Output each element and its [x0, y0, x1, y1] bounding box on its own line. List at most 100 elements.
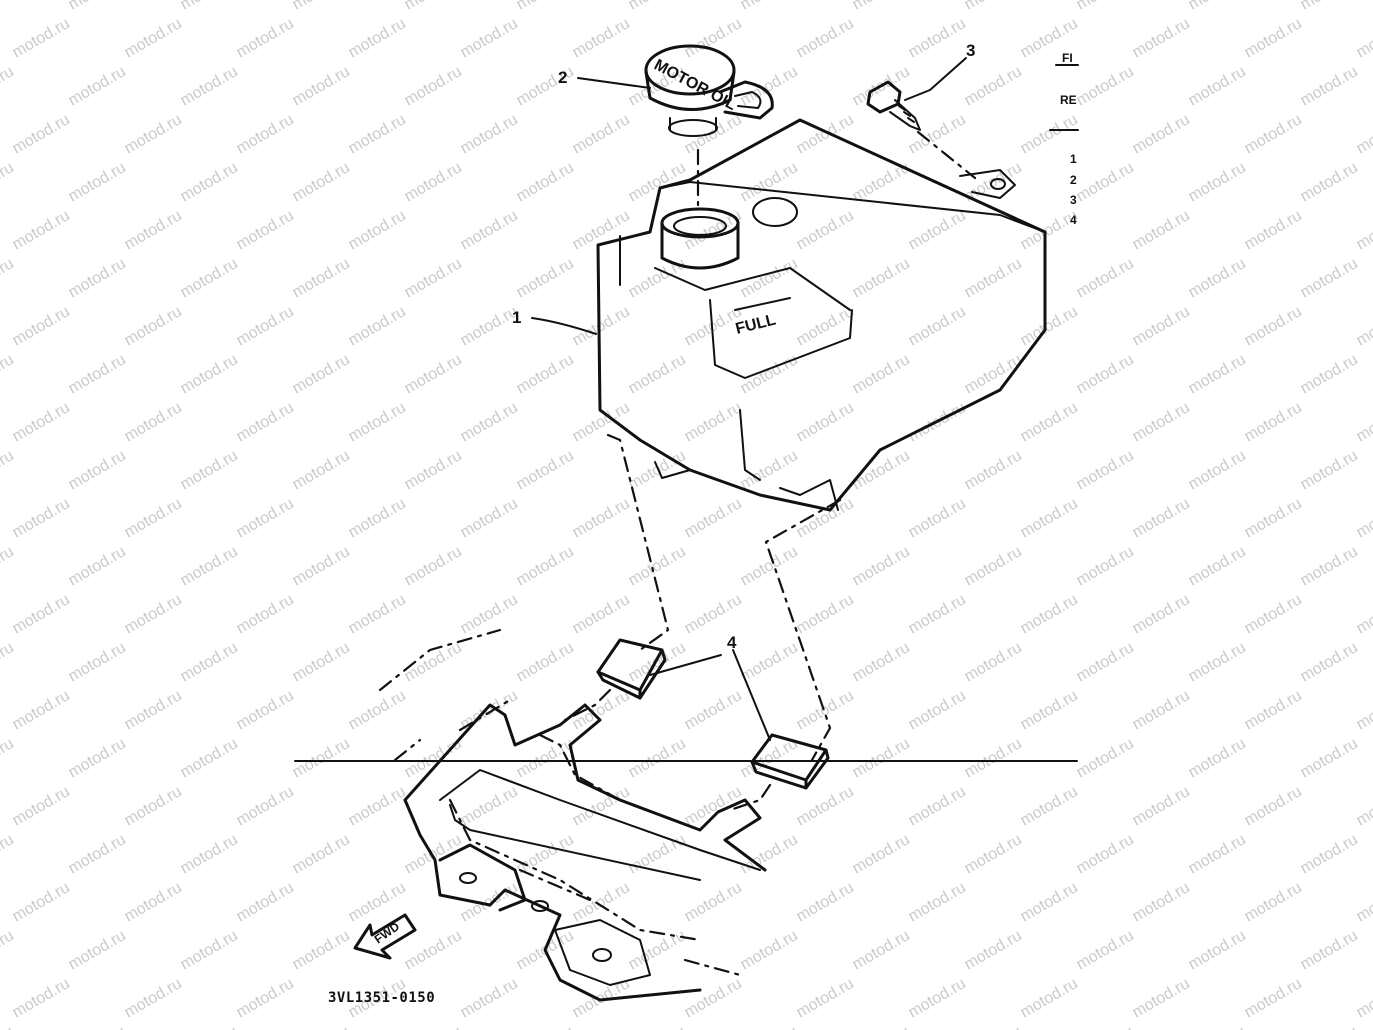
watermark-text: motod.ru	[290, 927, 353, 973]
watermark-text: motod.ru	[962, 447, 1025, 493]
watermark-text: motod.ru	[794, 975, 857, 1021]
watermark-text: motod.ru	[1186, 351, 1249, 397]
watermark-text: motod.ru	[290, 351, 353, 397]
watermark-text: motod.ru	[290, 639, 353, 685]
watermark-text: motod.ru	[1018, 591, 1081, 637]
watermark-text: motod.ru	[906, 879, 969, 925]
watermark-text: motod.ru	[178, 543, 241, 589]
rubber-pad-lower	[750, 733, 830, 790]
watermark-text: motod.ru	[1354, 783, 1373, 829]
watermark-text: motod.ru	[346, 591, 409, 637]
edge-legend-line-3: 1	[1070, 152, 1077, 166]
watermark-text: motod.ru	[66, 0, 129, 13]
watermark-text: motod.ru	[1130, 399, 1193, 445]
watermark-text: motod.ru	[1354, 975, 1373, 1021]
diagram-part-code: 3VL1351-0150	[328, 990, 435, 1006]
watermark-text: motod.ru	[1018, 111, 1081, 157]
watermark-text: motod.ru	[458, 975, 521, 1021]
watermark-text: motod.ru	[458, 591, 521, 637]
watermark-text: motod.ru	[1018, 495, 1081, 541]
watermark-text: motod.ru	[10, 111, 73, 157]
watermark-text: motod.ru	[850, 735, 913, 781]
watermark-text: motod.ru	[906, 783, 969, 829]
bolt	[866, 80, 921, 131]
watermark-text: motod.ru	[1186, 63, 1249, 109]
watermark-text: motod.ru	[66, 255, 129, 301]
watermark-text: motod.ru	[682, 591, 745, 637]
watermark-text: motod.ru	[906, 687, 969, 733]
watermark-text: motod.ru	[346, 783, 409, 829]
watermark-text: motod.ru	[1018, 975, 1081, 1021]
watermark-text: motod.ru	[10, 303, 73, 349]
watermark-text: motod.ru	[290, 1023, 353, 1030]
watermark-text: motod.ru	[178, 927, 241, 973]
watermark-text: motod.ru	[1074, 831, 1137, 877]
rubber-pad-upper	[596, 638, 667, 700]
watermark-text: motod.ru	[10, 495, 73, 541]
watermark-text: motod.ru	[66, 447, 129, 493]
watermark-text: motod.ru	[122, 15, 185, 61]
watermark-text: motod.ru	[1018, 783, 1081, 829]
watermark-text: motod.ru	[738, 63, 801, 109]
watermark-text: motod.ru	[10, 783, 73, 829]
watermark-text: motod.ru	[1074, 447, 1137, 493]
watermark-text: motod.ru	[458, 399, 521, 445]
watermark-text: motod.ru	[794, 207, 857, 253]
watermark-text: motod.ru	[1130, 303, 1193, 349]
watermark-text: motod.ru	[66, 735, 129, 781]
watermark-text: motod.ru	[122, 687, 185, 733]
watermark-text: motod.ru	[962, 0, 1025, 13]
watermark-text: motod.ru	[402, 543, 465, 589]
callout-leaders	[531, 57, 967, 741]
watermark-text: motod.ru	[1130, 783, 1193, 829]
watermark-text: motod.ru	[850, 927, 913, 973]
watermark-text: motod.ru	[178, 159, 241, 205]
watermark-text: motod.ru	[402, 0, 465, 13]
watermark-text: motod.ru	[1074, 63, 1137, 109]
watermark-text: motod.ru	[178, 63, 241, 109]
watermark-text: motod.ru	[1242, 207, 1305, 253]
watermark-text: motod.ru	[1354, 15, 1373, 61]
watermark-text: motod.ru	[514, 0, 577, 13]
watermark-text: motod.ru	[234, 399, 297, 445]
watermark-text: motod.ru	[290, 447, 353, 493]
watermark-text: motod.ru	[794, 303, 857, 349]
watermark-text: motod.ru	[794, 111, 857, 157]
watermark-text: motod.ru	[122, 783, 185, 829]
watermark-text: motod.ru	[178, 0, 241, 13]
watermark-text: motod.ru	[66, 831, 129, 877]
watermark-text: motod.ru	[0, 831, 17, 877]
watermark-text: motod.ru	[1074, 159, 1137, 205]
watermark-text: motod.ru	[906, 15, 969, 61]
watermark-text: motod.ru	[458, 15, 521, 61]
callout-3: 3	[966, 41, 975, 60]
watermark-text: motod.ru	[458, 111, 521, 157]
watermark-text: motod.ru	[0, 0, 17, 13]
watermark-text: motod.ru	[962, 255, 1025, 301]
watermark-text: motod.ru	[962, 927, 1025, 973]
watermark-text: motod.ru	[626, 351, 689, 397]
watermark-text: motod.ru	[1130, 975, 1193, 1021]
watermark-text: motod.ru	[1298, 351, 1361, 397]
watermark-text: motod.ru	[402, 1023, 465, 1030]
watermark-text: motod.ru	[458, 207, 521, 253]
watermark-text: motod.ru	[66, 351, 129, 397]
watermark-text: motod.ru	[626, 1023, 689, 1030]
edge-legend-line-2: RE	[1060, 93, 1077, 107]
watermark-text: motod.ru	[0, 543, 17, 589]
edge-legend: FI RE 1 2 3 4	[1049, 51, 1079, 227]
watermark-text: motod.ru	[234, 975, 297, 1021]
watermark-text: motod.ru	[1186, 927, 1249, 973]
watermark-text: motod.ru	[66, 159, 129, 205]
watermark-text: motod.ru	[1298, 543, 1361, 589]
watermark-text: motod.ru	[1074, 927, 1137, 973]
assembly-guide-lines	[378, 130, 977, 977]
watermark-text: motod.ru	[1298, 255, 1361, 301]
watermark-text: motod.ru	[402, 255, 465, 301]
watermark-text: motod.ru	[10, 15, 73, 61]
watermark-text: motod.ru	[1242, 591, 1305, 637]
watermark-text: motod.ru	[346, 687, 409, 733]
watermark-text: motod.ru	[1186, 543, 1249, 589]
watermark-text: motod.ru	[514, 159, 577, 205]
watermark-text: motod.ru	[1354, 591, 1373, 637]
